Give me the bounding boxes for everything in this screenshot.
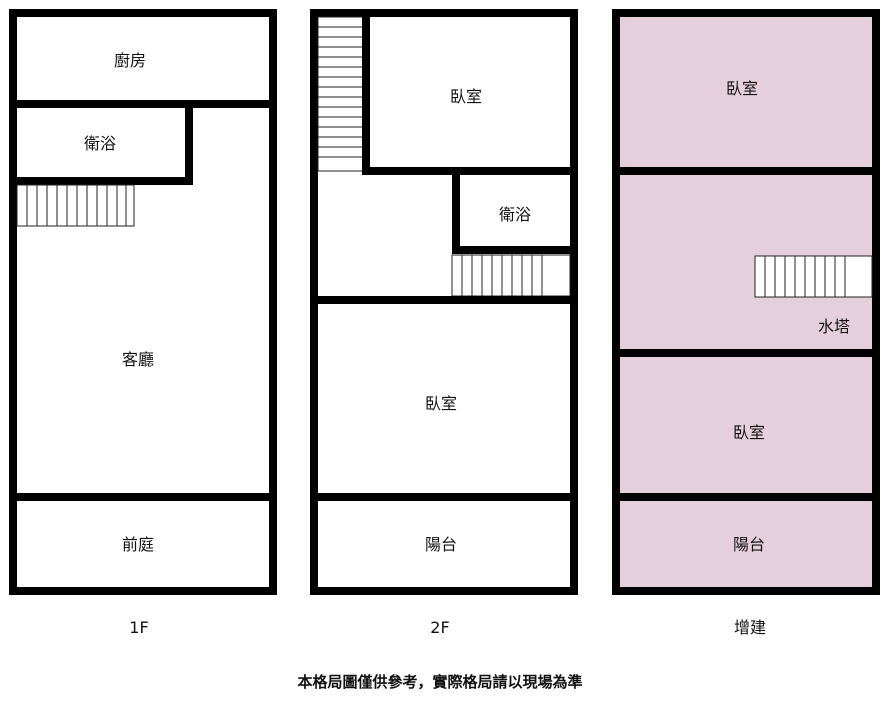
room-label-bath-1f: 衛浴 [84,134,116,153]
disclaimer-note: 本格局圖僅供參考，實際格局請以現場為準 [297,673,582,691]
room-label-balcony-2f: 陽台 [425,535,457,554]
room-label-front-yard: 前庭 [122,535,154,554]
staircase-addition [754,255,873,298]
room-label-bath-2f: 衛浴 [499,205,531,224]
floor-plan-addition: 臥室 水塔 臥室 陽台 [612,9,880,595]
floor-plan-1f: 廚房 衛浴 客廳 前庭 [9,9,277,595]
staircase-2f-lower [451,254,571,297]
addition-highlight [616,13,876,591]
staircase-2f-upper [317,16,364,172]
room-label-water-tower: 水塔 [818,317,850,336]
staircase-1f [16,184,135,227]
room-label-bedroom-addition-bottom: 臥室 [733,423,765,442]
outer-wall-1f [9,9,277,595]
room-label-kitchen: 廚房 [114,51,146,70]
floor-label-2f: 2F [430,618,449,637]
room-label-balcony-addition: 陽台 [733,535,765,554]
floor-label-addition: 增建 [734,618,766,637]
outer-wall-addition [612,9,880,595]
floor-plan-2f: 臥室 衛浴 臥室 陽台 [310,9,578,595]
room-label-bedroom-2f-top: 臥室 [450,87,482,106]
room-label-living: 客廳 [122,350,154,369]
room-label-bedroom-2f-main: 臥室 [425,394,457,413]
floor-label-1f: 1F [129,618,148,637]
room-label-bedroom-addition-top: 臥室 [726,79,758,98]
